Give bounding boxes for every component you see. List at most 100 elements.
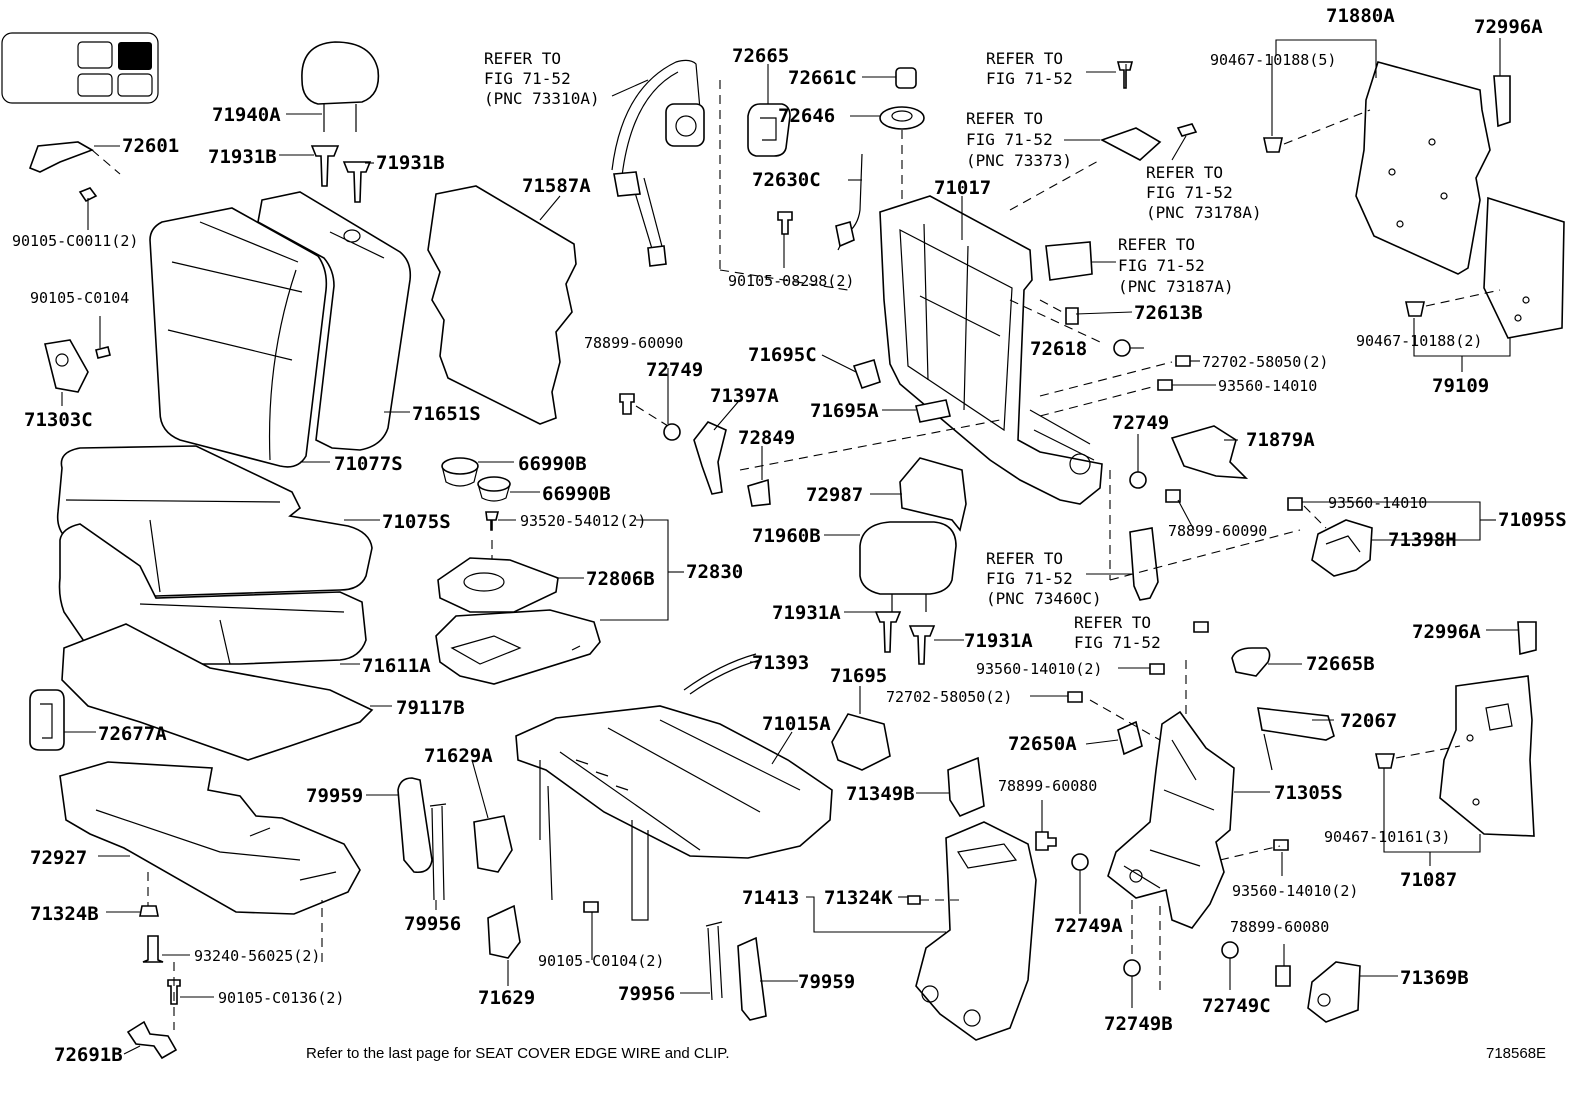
armrest-cover-71413 — [915, 821, 1037, 1041]
label-71305S: 71305S — [1274, 782, 1343, 804]
buckle-73460C — [1129, 527, 1159, 601]
label-72601: 72601 — [122, 135, 179, 157]
label-72702-58050-b: 72702-58050(2) — [886, 688, 1012, 706]
label-93560-14010-a: 93560-14010 — [1218, 377, 1317, 395]
bolt-refer-top — [1116, 61, 1134, 89]
pad-71629 — [487, 904, 521, 959]
label-71087: 71087 — [1400, 869, 1457, 891]
label-71960B: 71960B — [752, 525, 821, 547]
bezel-72646 — [879, 106, 925, 130]
label-72613B: 72613B — [1134, 302, 1203, 324]
refer-3-line1: REFER TO — [966, 109, 1043, 128]
label-90467-10161: 90467-10161(3) — [1324, 828, 1450, 846]
label-72650A: 72650A — [1008, 733, 1077, 755]
label-71611A: 71611A — [362, 655, 431, 677]
pin-71324K — [907, 895, 921, 905]
collar-72749-b — [1129, 471, 1147, 489]
board-71880A — [1355, 61, 1491, 275]
label-66990B-b: 66990B — [542, 483, 611, 505]
label-71075S: 71075S — [382, 511, 451, 533]
refer-5-line3: (PNC 73187A) — [1118, 277, 1234, 296]
refer-5-line2: FIG 71-52 — [1118, 256, 1205, 275]
refer-6-line3: (PNC 73460C) — [986, 589, 1102, 608]
seat-position-locator — [1, 32, 159, 104]
screw-93520-54012 — [485, 511, 500, 531]
refer-2-line2: FIG 71-52 — [986, 69, 1073, 88]
label-71695: 71695 — [830, 665, 887, 687]
grommet-73373 — [1100, 127, 1162, 161]
label-93520-54012: 93520-54012(2) — [520, 512, 646, 530]
cover-72987 — [899, 457, 967, 532]
refer-callouts: REFER TO FIG 71-52 (PNC 73310A) REFER TO… — [484, 49, 1262, 652]
label-90105-08298: 90105-08298(2) — [728, 272, 854, 290]
board-71087 — [1439, 675, 1535, 837]
label-90105-C0104-b: 90105-C0104(2) — [538, 952, 664, 970]
bracket-71397A — [693, 421, 727, 495]
seatback-frame-71017 — [879, 195, 1103, 505]
label-90467-10188-2: 90467-10188(2) — [1356, 332, 1482, 350]
label-72702-58050-a: 72702-58050(2) — [1202, 353, 1328, 371]
label-79109: 79109 — [1432, 375, 1489, 397]
pad-71587A — [427, 185, 577, 425]
label-93240-56025: 93240-56025(2) — [194, 947, 320, 965]
seatbelt-retractor — [611, 59, 705, 267]
label-72927: 72927 — [30, 847, 87, 869]
bracket-71695A — [915, 399, 951, 423]
label-71095S: 71095S — [1498, 509, 1567, 531]
bolt-78899-60090-a — [619, 393, 669, 427]
bolt-93560-14010-d — [1273, 839, 1289, 851]
refer-5-line1: REFER TO — [1118, 235, 1195, 254]
refer-2-line1: REFER TO — [986, 49, 1063, 68]
cable-72630C — [835, 153, 863, 251]
bracket-71695 — [831, 713, 891, 771]
trim-79959-b — [737, 936, 767, 1021]
label-90105-C0136: 90105-C0136(2) — [218, 989, 344, 1007]
collar-72749-a — [663, 423, 681, 441]
collar-72749C — [1221, 941, 1239, 959]
refer-1-line1: REFER TO — [484, 49, 561, 68]
label-71931B-b: 71931B — [376, 152, 445, 174]
headrest-71940A — [301, 41, 380, 132]
bolt-90105-C0104-b — [583, 901, 599, 913]
clip-72665 — [747, 103, 791, 157]
refer-3-line3: (PNC 73373) — [966, 151, 1072, 170]
label-93560-14010-b: 93560-14010 — [1328, 494, 1427, 512]
label-71931A-a: 71931A — [772, 602, 841, 624]
bracket-72601 — [28, 141, 121, 203]
label-72630C: 72630C — [752, 169, 821, 191]
label-66990B-a: 66990B — [518, 453, 587, 475]
label-72691B: 72691B — [54, 1044, 123, 1066]
diagram-id: 718568E — [1486, 1045, 1546, 1062]
clip-79956-a — [429, 803, 447, 901]
label-71587A: 71587A — [522, 175, 591, 197]
bolt-72613B — [1039, 299, 1079, 325]
label-72996A-a: 72996A — [1474, 16, 1543, 38]
refer-1-line2: FIG 71-52 — [484, 69, 571, 88]
hook-72996A-a — [1493, 75, 1511, 128]
bolt-78899-60080-a — [1035, 831, 1057, 851]
bracket-71695C — [852, 358, 881, 390]
bolt-90105-08298 — [777, 211, 793, 235]
label-71940A: 71940A — [212, 104, 281, 126]
label-71015A: 71015A — [762, 713, 831, 735]
label-71398H: 71398H — [1388, 529, 1457, 551]
bolt-93240-56025 — [142, 935, 164, 963]
label-71880A: 71880A — [1326, 5, 1395, 27]
label-71349B: 71349B — [846, 783, 915, 805]
headrest-71960B — [859, 521, 957, 612]
clip-79956-b — [705, 921, 723, 1001]
bolt-72702-58050-b — [1067, 691, 1083, 703]
clip-90467-10161 — [1375, 745, 1461, 769]
label-79959-a: 79959 — [306, 785, 363, 807]
refer-6-line2: FIG 71-52 — [986, 569, 1073, 588]
label-71369B: 71369B — [1400, 967, 1469, 989]
pad-79117B — [61, 623, 374, 761]
bolt-78899-60080-b — [1275, 965, 1291, 987]
collar-72749A — [1071, 853, 1089, 871]
label-78899-60080-a: 78899-60080 — [998, 777, 1097, 795]
bolt-93560-14010-c — [1149, 663, 1165, 675]
guide-71931A-b — [908, 625, 936, 665]
pad-71629A — [473, 815, 513, 873]
bracket-72067 — [1257, 707, 1335, 771]
